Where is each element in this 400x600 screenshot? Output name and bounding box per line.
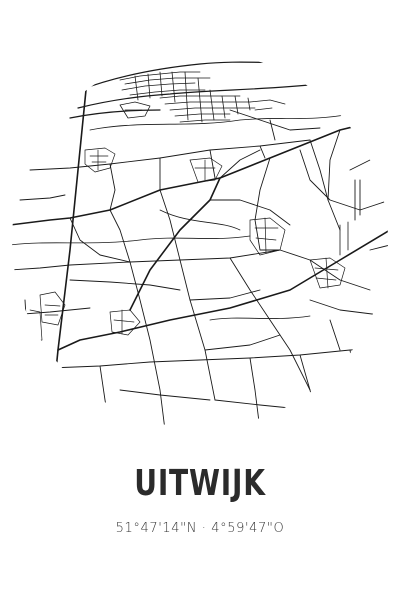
circular-street-map — [10, 50, 390, 430]
town-top — [119, 71, 286, 123]
village-clusters — [29, 147, 346, 343]
streams — [12, 113, 351, 321]
place-title: UITWIJK — [134, 463, 266, 504]
coordinates-label: 51°47'14"N · 4°59'47"O — [115, 521, 285, 536]
street-map-svg — [12, 61, 388, 428]
